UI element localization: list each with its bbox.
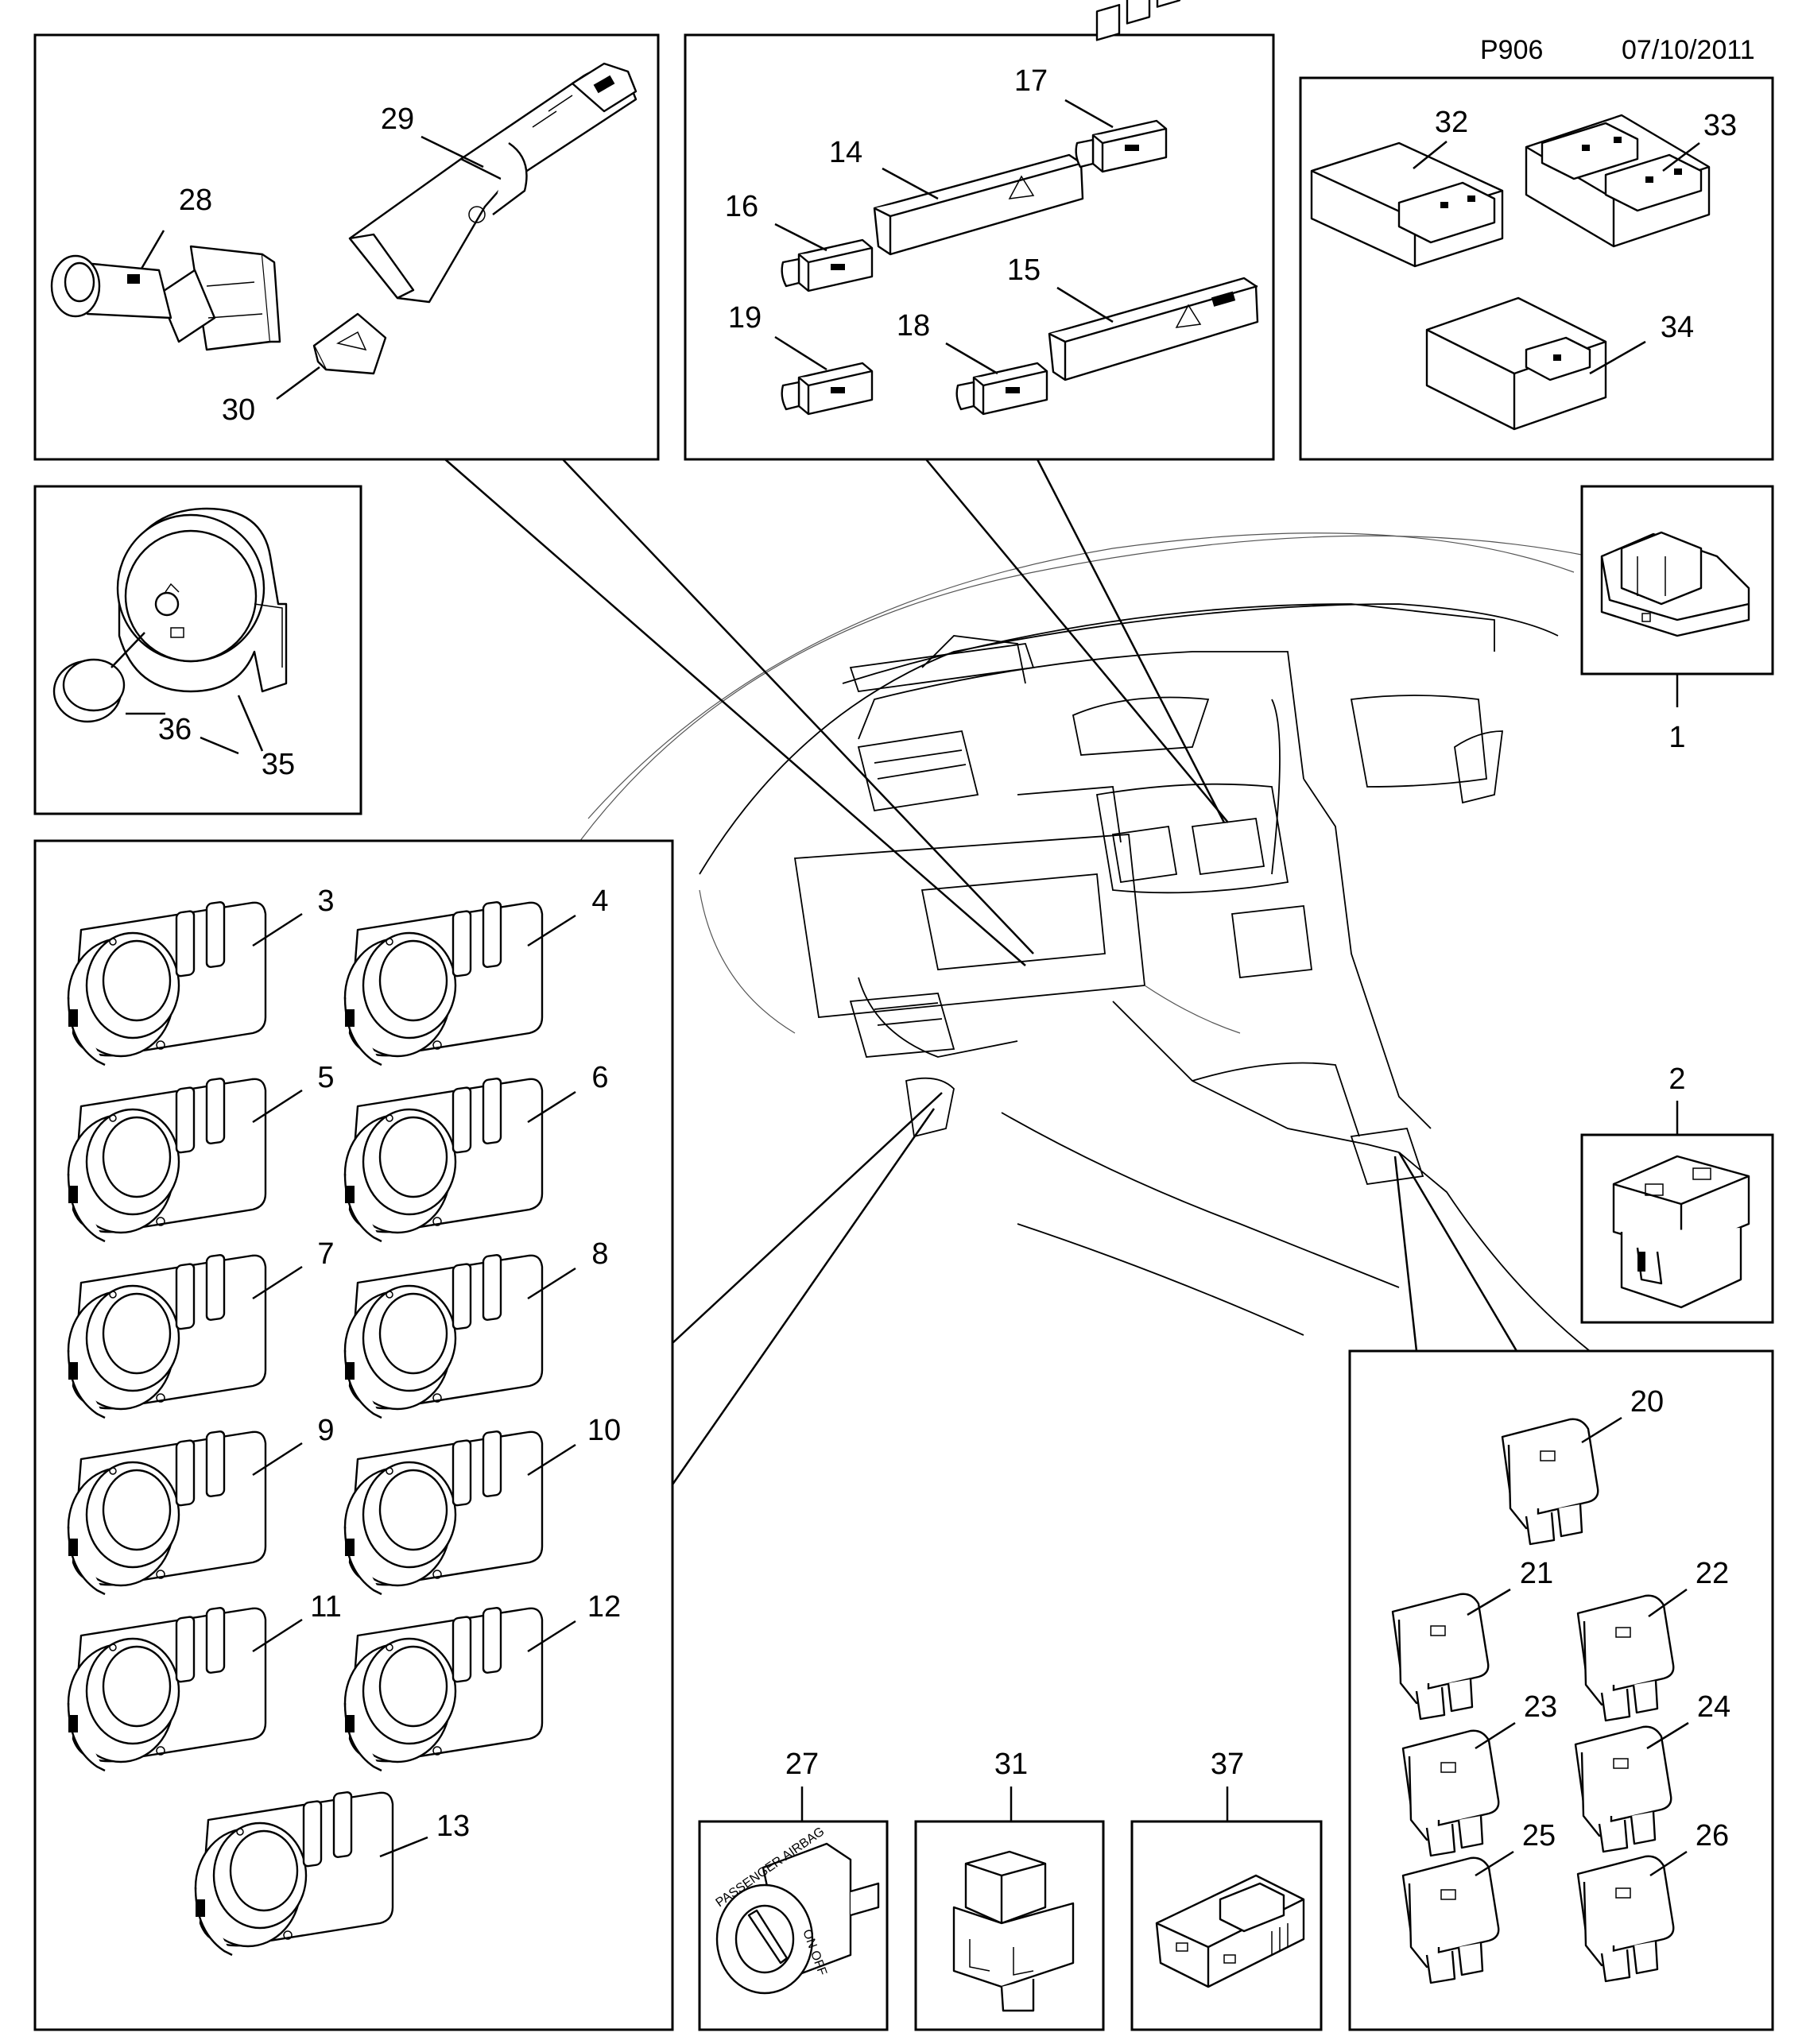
callout-10: 10 — [587, 1414, 621, 1447]
hazard-switch-30 — [312, 312, 387, 375]
callout-31: 31 — [994, 1748, 1028, 1781]
callout-17: 17 — [1014, 64, 1048, 98]
light-stalk-28 — [50, 245, 281, 351]
callout-35: 35 — [262, 748, 295, 781]
callout-32: 32 — [1435, 106, 1468, 139]
callout-8: 8 — [591, 1237, 608, 1271]
callout-7: 7 — [317, 1237, 334, 1271]
callout-9: 9 — [317, 1414, 334, 1447]
switch-bar-15 — [1048, 0, 1259, 381]
callout-36: 36 — [158, 713, 192, 746]
callout-21: 21 — [1520, 1557, 1553, 1590]
callout-33: 33 — [1703, 109, 1737, 142]
callout-28: 28 — [179, 184, 212, 217]
callout-12: 12 — [587, 1590, 621, 1624]
callout-27: 27 — [785, 1748, 819, 1781]
callout-26: 26 — [1696, 1819, 1729, 1852]
switch-1 — [1600, 531, 1750, 637]
callout-37: 37 — [1211, 1748, 1244, 1781]
window-switch-33 — [1525, 114, 1711, 248]
knob-36 — [52, 658, 126, 723]
switch-bar-14 — [873, 153, 1084, 256]
callout-18: 18 — [897, 309, 930, 343]
callout-34: 34 — [1661, 311, 1694, 344]
dashboard-illustration — [556, 532, 1591, 1352]
rotary-switch-35 — [116, 507, 288, 693]
callout-22: 22 — [1696, 1557, 1729, 1590]
switch-37 — [1155, 1874, 1305, 1988]
callout-16: 16 — [725, 190, 758, 223]
callout-23: 23 — [1524, 1690, 1557, 1724]
wiper-stalk-29 — [348, 62, 638, 304]
callout-20: 20 — [1630, 1385, 1664, 1419]
callout-24: 24 — [1697, 1690, 1730, 1724]
callout-1: 1 — [1668, 721, 1685, 754]
callout-30: 30 — [222, 393, 255, 427]
callout-3: 3 — [317, 885, 334, 918]
callout-5: 5 — [317, 1061, 334, 1094]
window-switch-34 — [1425, 296, 1607, 431]
airbag-key-switch-27: PASSENGER AIRBAG ON OFF — [714, 1825, 880, 1995]
switch-31 — [952, 1850, 1075, 2012]
callout-19: 19 — [728, 301, 762, 335]
callout-6: 6 — [591, 1061, 608, 1094]
window-switch-32 — [1310, 141, 1504, 268]
callout-4: 4 — [591, 885, 608, 918]
callout-25: 25 — [1522, 1819, 1556, 1852]
callout-11: 11 — [310, 1590, 341, 1624]
callout-13: 13 — [436, 1810, 470, 1843]
callout-29: 29 — [381, 103, 414, 136]
switch-2 — [1612, 1155, 1750, 1309]
diagram-date: 07/10/2011 — [1622, 35, 1755, 65]
callout-2: 2 — [1668, 1063, 1685, 1096]
callout-14: 14 — [829, 136, 862, 169]
page-code: P906 — [1480, 35, 1543, 65]
callout-15: 15 — [1007, 254, 1041, 287]
panel-leaders — [444, 459, 1518, 1485]
